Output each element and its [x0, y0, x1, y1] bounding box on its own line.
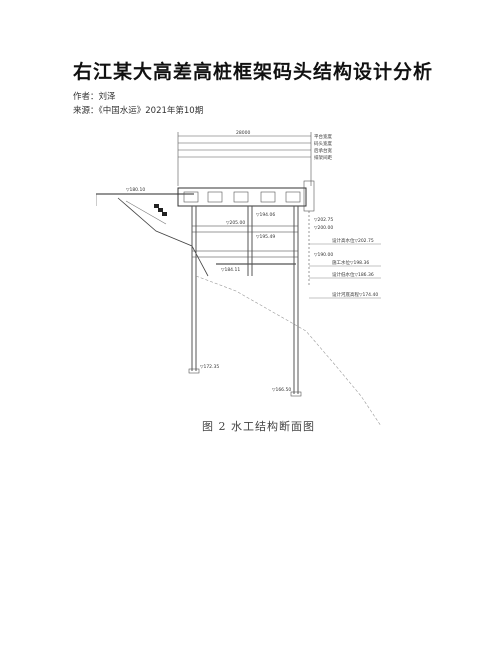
wharf-cross-section-figure: 28000 平台宽度 码头宽度 后承台宽 排架间距 ▽180.10 ▽194.0…	[95, 126, 386, 427]
elevation-label: ▽195.49	[256, 234, 275, 240]
elevation-label: ▽205.00	[226, 220, 245, 226]
elevation-label: ▽190.00	[314, 252, 333, 258]
deck-beam	[207, 191, 223, 203]
dim-label: 排架间距	[314, 154, 332, 161]
deck-beam	[285, 191, 301, 203]
water-level-label: 施工水位▽198.36	[332, 259, 369, 266]
cross-section-drawing: 28000 平台宽度 码头宽度 后承台宽 排架间距 ▽180.10 ▽194.0…	[95, 130, 382, 427]
elevation-label: ▽166.50	[272, 387, 291, 393]
elevation-label: ▽184.11	[221, 267, 240, 273]
deck-beam	[233, 191, 249, 203]
frame-beam	[191, 225, 299, 233]
dim-label: 平台宽度	[314, 133, 332, 140]
dim-label: 码头宽度	[314, 140, 332, 147]
embankment-slope	[117, 197, 209, 277]
figure-caption: 图 2 水工结构断面图	[202, 420, 315, 433]
elevation-label: ▽202.75	[314, 217, 333, 223]
elevation-label: ▽200.00	[314, 225, 333, 231]
source-line: 来源：《中国水运》2021年第10期	[73, 106, 204, 116]
deck-beam	[183, 191, 199, 203]
frame-beam	[191, 250, 299, 258]
pile-tip	[188, 368, 200, 374]
deck-beam	[260, 191, 276, 203]
elevation-label: ▽194.06	[256, 212, 275, 218]
elevation-label: ▽172.35	[200, 364, 219, 370]
water-level-label: 设计河底高程▽174.40	[332, 291, 378, 298]
overall-width-label: 28000	[236, 130, 250, 136]
pile-tip	[290, 391, 302, 397]
water-level-label: 设计高水位▽202.75	[332, 237, 374, 244]
dim-label: 后承台宽	[314, 147, 332, 154]
author-line: 作者：刘泽	[73, 92, 116, 102]
document-title: 右江某大高差高桩框架码头结构设计分析	[73, 61, 434, 83]
water-level-label: 设计低水位▽186.36	[332, 271, 374, 278]
deck-slab	[177, 187, 307, 207]
crane-symbol	[154, 204, 167, 216]
elevation-label: ▽180.10	[126, 187, 145, 193]
riverbed-line	[195, 275, 382, 427]
